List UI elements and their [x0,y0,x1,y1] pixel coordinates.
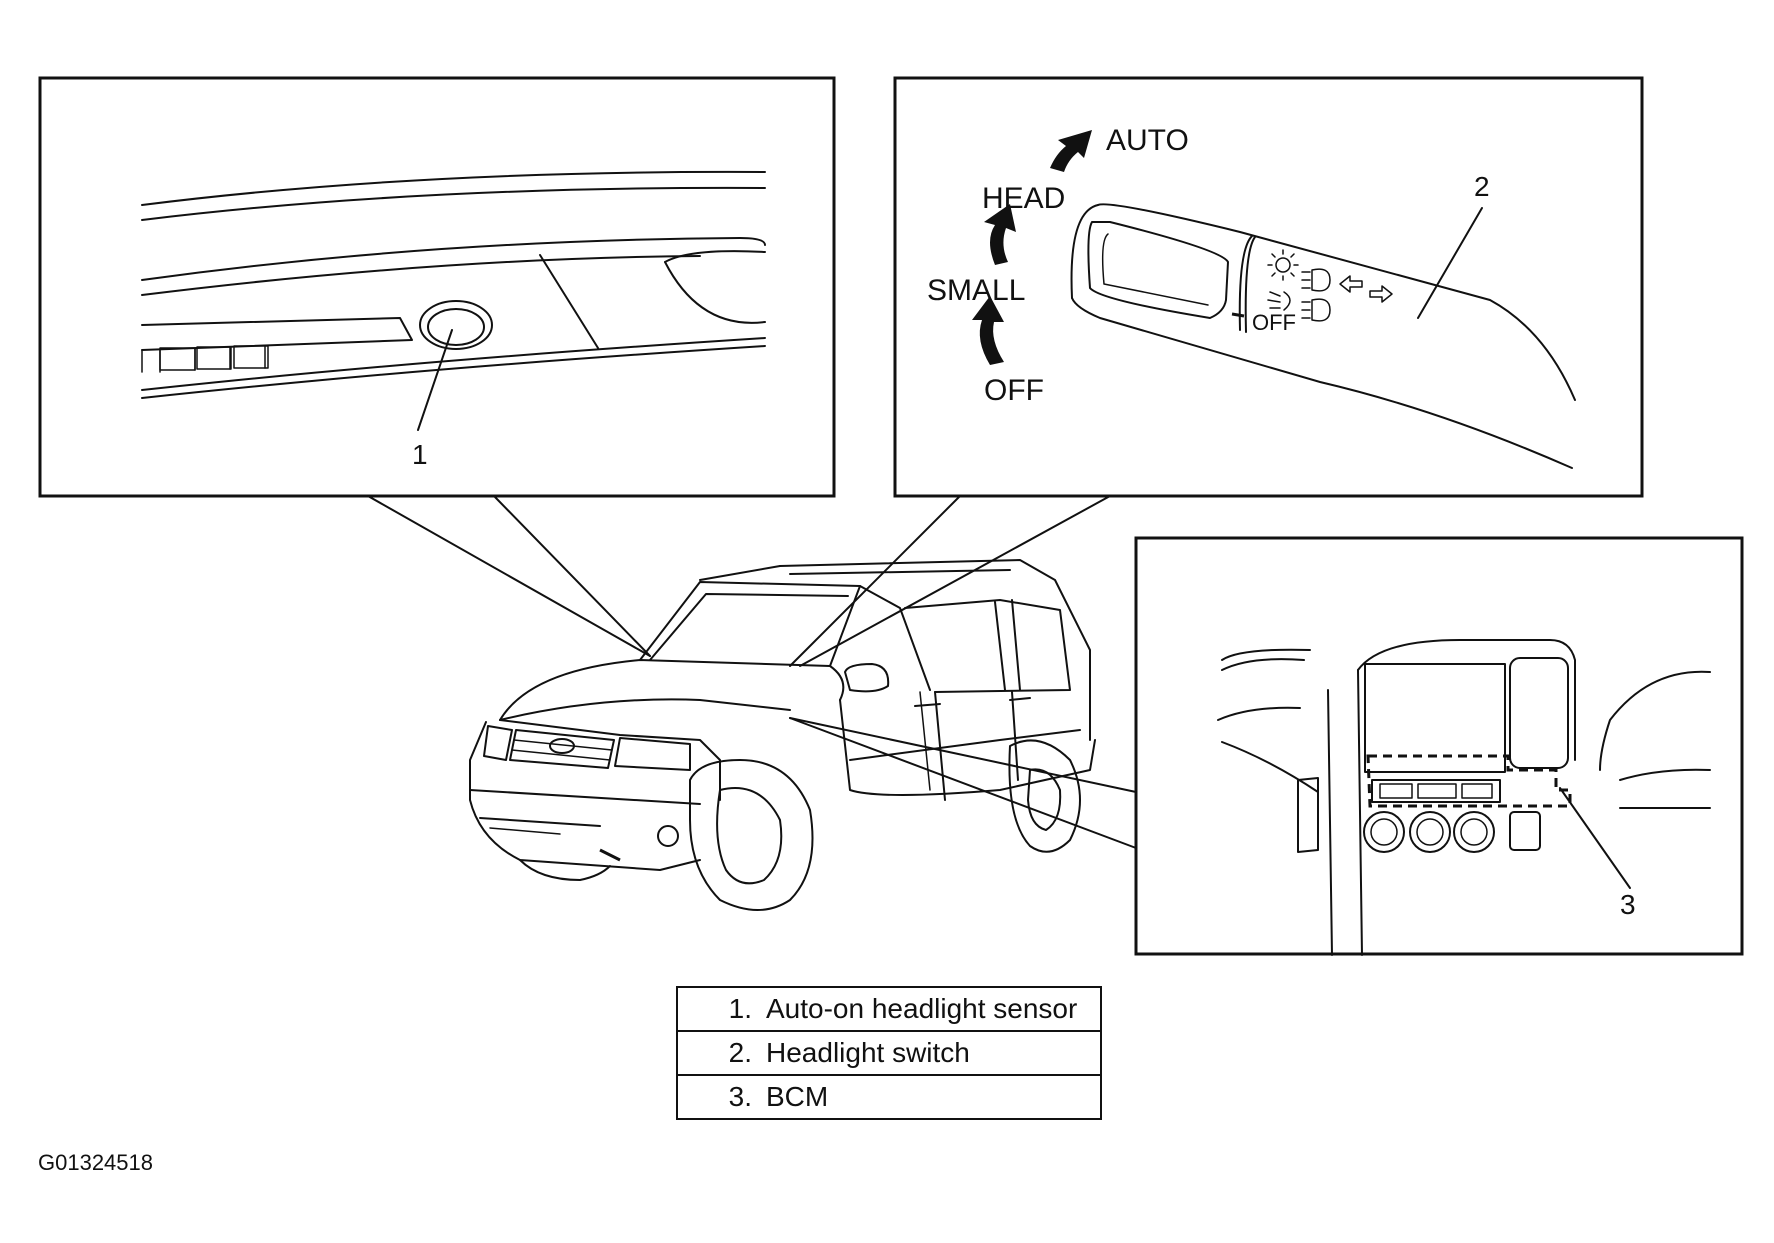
legend-row: 3. BCM [676,1074,1102,1120]
arrow-auto-icon [1050,130,1092,172]
legend-table: 1. Auto-on headlight sensor 2. Headlight s… [676,986,1102,1120]
legend-number: 1. [728,993,752,1024]
switch-position-small: SMALL [927,274,1025,307]
arrow-small-icon [972,296,1004,365]
switch-position-auto: AUTO [1106,124,1189,157]
switch-position-off: OFF [984,374,1044,407]
headlight-symbols-icon [1231,249,1393,322]
switch-callout-line [1417,207,1483,319]
arrow-head-icon [984,204,1016,265]
stalk-off-marking: OFF [1252,310,1296,335]
legend-row: 2. Headlight switch [676,1030,1102,1076]
figure-id: G01324518 [38,1150,153,1175]
legend-label: Auto-on headlight sensor [766,993,1078,1024]
legend-label: Headlight switch [766,1037,970,1068]
switch-callout-number: 2 [1474,171,1490,202]
sensor-detail-panel: 1 [38,76,836,498]
sensor-callout-line [417,329,453,431]
headlight-switch-stalk: OFF [1070,203,1576,469]
legend-number: 3. [728,1081,752,1112]
legend-number: 2. [728,1037,752,1068]
vehicle-illustration [469,559,1096,911]
bcm-callout-number: 3 [1620,889,1636,920]
switch-detail-panel: AUTO HEAD SMALL OFF [893,76,1644,498]
legend-row: 1. Auto-on headlight sensor [676,986,1102,1032]
bcm-detail-panel: 3 [1134,536,1744,956]
sensor-callout-number: 1 [412,439,428,470]
legend-label: BCM [766,1081,829,1112]
leader-lines [367,495,1137,849]
switch-position-head: HEAD [982,182,1065,215]
bcm-callout-line [1559,787,1631,889]
auto-on-headlight-sensor [419,300,493,350]
